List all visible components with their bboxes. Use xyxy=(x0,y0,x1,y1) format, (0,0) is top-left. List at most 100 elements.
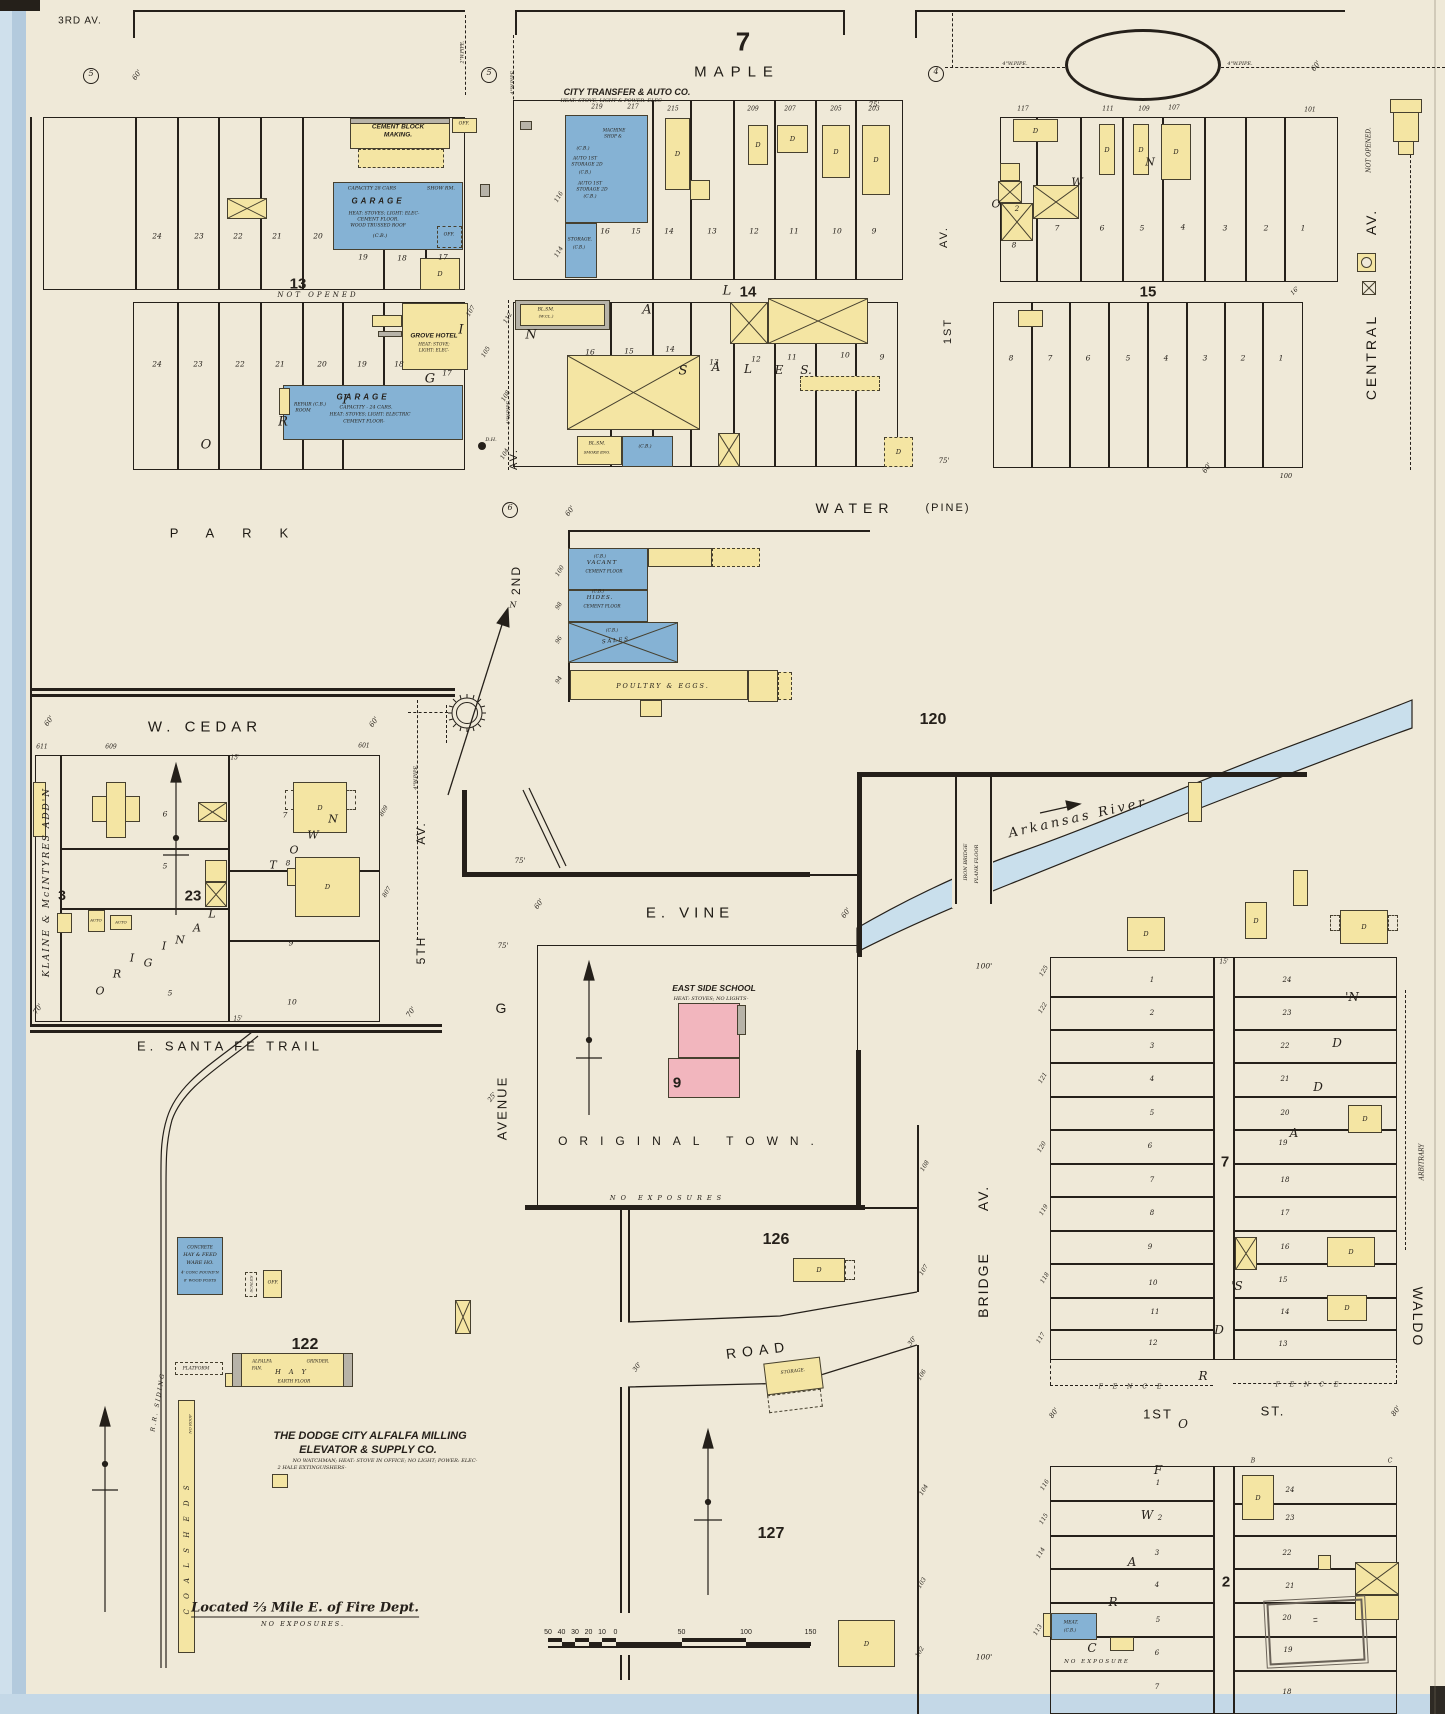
lot-number: 5 xyxy=(1155,1616,1161,1624)
map-note: (C.B.) xyxy=(605,627,619,633)
map-note: HEAT: STOVE; xyxy=(418,341,450,347)
map-note: WARE HO. xyxy=(186,1260,214,1266)
script-letter: 'N xyxy=(1345,990,1359,1004)
street-label: AV. xyxy=(975,1184,991,1212)
building-footprint xyxy=(372,315,402,327)
street-line xyxy=(733,100,735,280)
street-line xyxy=(568,530,870,532)
street-line xyxy=(1233,1670,1397,1672)
x-mark xyxy=(199,803,226,821)
stamp-line3 xyxy=(1313,1617,1318,1623)
lot-number: 17 xyxy=(438,252,448,262)
map-note: AUTO xyxy=(90,917,102,923)
street-line xyxy=(1080,117,1082,282)
block-outline xyxy=(513,302,898,467)
utility-pipe-line xyxy=(1396,1360,1397,1383)
street-line xyxy=(917,1125,919,1292)
business-label: ELEVATOR & SUPPLY CO. xyxy=(299,1444,437,1456)
utility-pipe-line xyxy=(1050,1360,1051,1385)
map-note: (C.B.) xyxy=(572,244,586,250)
house-number: 111 xyxy=(1102,105,1114,113)
building-footprint xyxy=(668,1058,740,1098)
map-note: OFF. xyxy=(267,1280,279,1286)
house-number: 609 xyxy=(105,743,117,751)
house-number: 203 xyxy=(868,105,880,113)
lot-number: 23 xyxy=(194,231,204,241)
street-line xyxy=(30,1030,442,1033)
map-note: H A Y xyxy=(275,1368,309,1376)
street-line xyxy=(1233,1196,1397,1198)
script-letter: I xyxy=(458,322,464,338)
building-footprint xyxy=(1362,281,1376,295)
map-note: STORAGE 2D xyxy=(576,187,608,193)
building-footprint xyxy=(1388,915,1398,931)
map-note: OFF. xyxy=(443,232,455,238)
building-footprint xyxy=(1001,203,1033,241)
building-footprint xyxy=(232,1353,242,1387)
building-footprint xyxy=(1293,870,1308,906)
utility-pipe-line xyxy=(508,300,509,470)
street-label: W. CEDAR xyxy=(147,718,263,736)
building-footprint xyxy=(570,670,748,700)
circled-number: 6 xyxy=(502,502,518,518)
north-arrow xyxy=(92,1405,118,1612)
building-footprint: D xyxy=(665,118,690,190)
script-letter: S. xyxy=(800,363,812,377)
map-note: 4"W.PIPE. xyxy=(506,399,512,425)
map-note: (C.B.) xyxy=(1063,1627,1077,1633)
building-use-code: D xyxy=(1143,930,1149,938)
building-footprint: D xyxy=(1242,1475,1274,1520)
building-footprint xyxy=(198,802,227,822)
street-line xyxy=(1262,302,1264,468)
lot-number: 3 xyxy=(1154,1549,1160,1557)
street-line xyxy=(30,1024,442,1027)
street-label: (PINE) xyxy=(925,502,971,514)
street-line xyxy=(620,1208,622,1322)
map-note: KLAINE & McINTYRES ADD'N xyxy=(42,786,52,978)
block-outline xyxy=(513,100,903,280)
script-letter: O xyxy=(200,437,212,453)
map-note: CEMENT FLOOR xyxy=(583,603,621,609)
block-number: 2 xyxy=(1221,1573,1231,1591)
lot-number: 22 xyxy=(235,359,245,369)
lot-number: 21 xyxy=(1280,1075,1290,1083)
x-mark xyxy=(1236,1238,1256,1269)
script-letter: L xyxy=(744,362,752,376)
map-note: CEMENT FLOOR- xyxy=(343,419,385,425)
lot-number: 12 xyxy=(1148,1339,1158,1347)
script-letter: L xyxy=(208,907,216,921)
lot-number: 24 xyxy=(1285,1486,1295,1494)
building-footprint xyxy=(283,385,463,440)
building-footprint: D xyxy=(777,125,808,153)
house-number: 611 xyxy=(36,743,48,751)
building-footprint xyxy=(272,1474,288,1488)
lot-number: 14 xyxy=(1280,1308,1290,1316)
building-footprint: D xyxy=(420,258,460,290)
street-line xyxy=(856,1050,861,1210)
building-footprint xyxy=(748,670,778,702)
script-letter: A xyxy=(1127,1555,1137,1569)
dimension-label: 15' xyxy=(230,754,240,762)
dimension-label: 15' xyxy=(233,1015,243,1023)
map-note: SHOP & xyxy=(604,133,622,139)
utility-pipe-line xyxy=(1410,150,1411,470)
lot-number: 2 xyxy=(1263,223,1269,233)
map-note: IRON BRIDGE xyxy=(963,843,969,881)
building-footprint xyxy=(455,1300,471,1334)
building-footprint: D xyxy=(1348,1105,1382,1133)
lot-number: 24 xyxy=(152,231,162,241)
map-note: ALFALFA xyxy=(252,1358,272,1364)
dimension-label: 100' xyxy=(975,961,993,971)
x-mark xyxy=(731,303,767,343)
street-line xyxy=(1233,1535,1397,1537)
street-label: ORIGINAL TOWN. xyxy=(558,1134,826,1148)
street-line xyxy=(1233,1163,1397,1165)
lot-number: 21 xyxy=(1285,1582,1295,1590)
lot-number: 9 xyxy=(879,352,885,362)
street-label: 5TH xyxy=(414,935,428,965)
map-note: SHOW RM. xyxy=(427,186,455,192)
script-letter: G xyxy=(143,956,153,970)
lot-number: 23 xyxy=(1285,1514,1295,1522)
circled-number: 5 xyxy=(481,67,497,83)
